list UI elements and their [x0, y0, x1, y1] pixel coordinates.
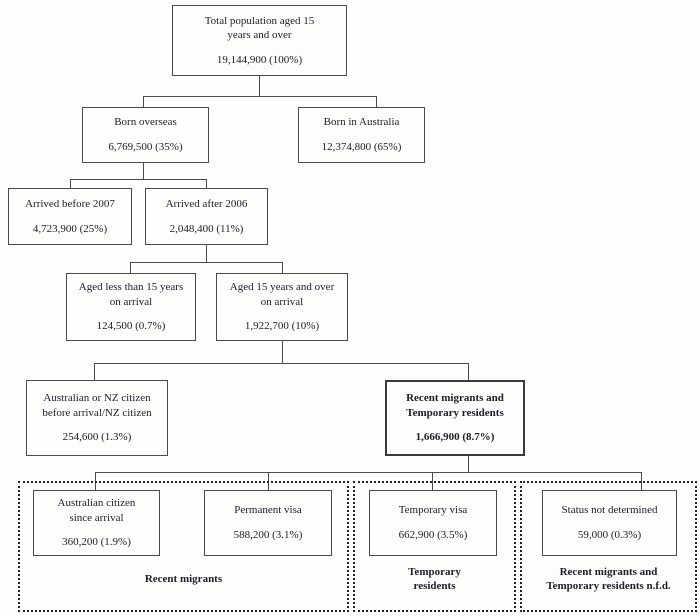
connector-recent-migrants-down — [468, 456, 469, 472]
node-value: 1,922,700 (10%) — [244, 320, 320, 333]
connector-total-down — [259, 76, 260, 96]
group-label-recent-migrants-nfd: Recent migrants and Temporary residents … — [546, 566, 671, 593]
group-label-temporary-residents: Temporary residents — [408, 566, 461, 593]
node-born-overseas[interactable]: Born overseas 6,769,500 (35%) — [82, 107, 209, 163]
node-aged-15-and-over[interactable]: Aged 15 years and over on arrival 1,922,… — [216, 273, 348, 341]
node-permanent-visa[interactable]: Permanent visa 588,200 (3.1%) — [204, 490, 332, 556]
connector-level4-bus — [94, 363, 468, 364]
node-label: Australian or NZ citizen before arrival/… — [42, 392, 152, 419]
node-arrived-after-2006[interactable]: Arrived after 2006 2,048,400 (11%) — [145, 188, 268, 245]
node-aged-less-than-15[interactable]: Aged less than 15 years on arrival 124,5… — [66, 273, 196, 341]
connector-arrived-after-down — [206, 245, 207, 262]
group-temporary-residents — [353, 481, 516, 612]
node-status-not-determined[interactable]: Status not determined 59,000 (0.3%) — [542, 490, 677, 556]
node-value: 59,000 (0.3%) — [577, 529, 642, 542]
node-label: Arrived after 2006 — [165, 197, 248, 210]
node-label: Permanent visa — [234, 504, 302, 517]
node-value: 6,769,500 (35%) — [108, 141, 183, 154]
connector-level3-bus — [130, 262, 282, 263]
node-citizen-before-arrival[interactable]: Australian or NZ citizen before arrival/… — [26, 380, 168, 456]
node-label: Australian citizen since arrival — [57, 497, 136, 524]
node-label: Born overseas — [114, 116, 177, 129]
connector-to-aged-less — [130, 262, 131, 273]
group-recent-migrants — [18, 481, 349, 612]
connector-to-arrived-after — [206, 179, 207, 188]
node-australian-citizen-since-arrival[interactable]: Australian citizen since arrival 360,200… — [33, 490, 160, 556]
connector-level5-bus — [95, 472, 641, 473]
connector-to-recent-migrants — [468, 363, 469, 380]
node-label: Status not determined — [561, 504, 658, 517]
node-label: Arrived before 2007 — [25, 197, 115, 210]
node-label: Born in Australia — [323, 116, 400, 129]
connector-aged-over-down — [282, 341, 283, 363]
node-label: Total population aged 15 years and over — [204, 14, 315, 42]
node-label: Aged less than 15 years on arrival — [78, 281, 184, 308]
node-value: 12,374,800 (65%) — [321, 141, 402, 154]
node-value: 1,666,900 (8.7%) — [415, 431, 495, 444]
connector-to-born-overseas — [143, 96, 144, 107]
node-label: Recent migrants and Temporary residents — [406, 392, 504, 419]
node-total-population[interactable]: Total population aged 15 years and over … — [172, 5, 347, 76]
group-label-recent-migrants: Recent migrants — [144, 573, 223, 585]
node-value: 4,723,900 (25%) — [32, 222, 108, 235]
connector-level2-bus — [70, 179, 206, 180]
node-value: 2,048,400 (11%) — [169, 222, 244, 235]
connector-to-citizen-before — [94, 363, 95, 380]
node-value: 19,144,900 (100%) — [216, 53, 303, 66]
node-temporary-visa[interactable]: Temporary visa 662,900 (3.5%) — [369, 490, 497, 556]
node-born-in-australia[interactable]: Born in Australia 12,374,800 (65%) — [298, 107, 425, 163]
connector-to-born-australia — [376, 96, 377, 107]
node-label: Aged 15 years and over on arrival — [229, 281, 335, 308]
connector-born-overseas-down — [143, 163, 144, 179]
node-value: 360,200 (1.9%) — [62, 536, 131, 549]
connector-level1-bus — [143, 96, 376, 97]
node-label: Temporary visa — [398, 504, 468, 517]
node-value: 124,500 (0.7%) — [96, 320, 166, 333]
connector-to-arrived-before — [70, 179, 71, 188]
node-value: 588,200 (3.1%) — [233, 529, 303, 542]
node-arrived-before-2007[interactable]: Arrived before 2007 4,723,900 (25%) — [8, 188, 132, 245]
node-value: 662,900 (3.5%) — [398, 529, 468, 542]
node-value: 254,600 (1.3%) — [62, 431, 132, 444]
connector-to-aged-over — [282, 262, 283, 273]
node-recent-migrants-and-temporary-residents[interactable]: Recent migrants and Temporary residents … — [385, 380, 525, 456]
group-recent-migrants-nfd — [520, 481, 697, 612]
